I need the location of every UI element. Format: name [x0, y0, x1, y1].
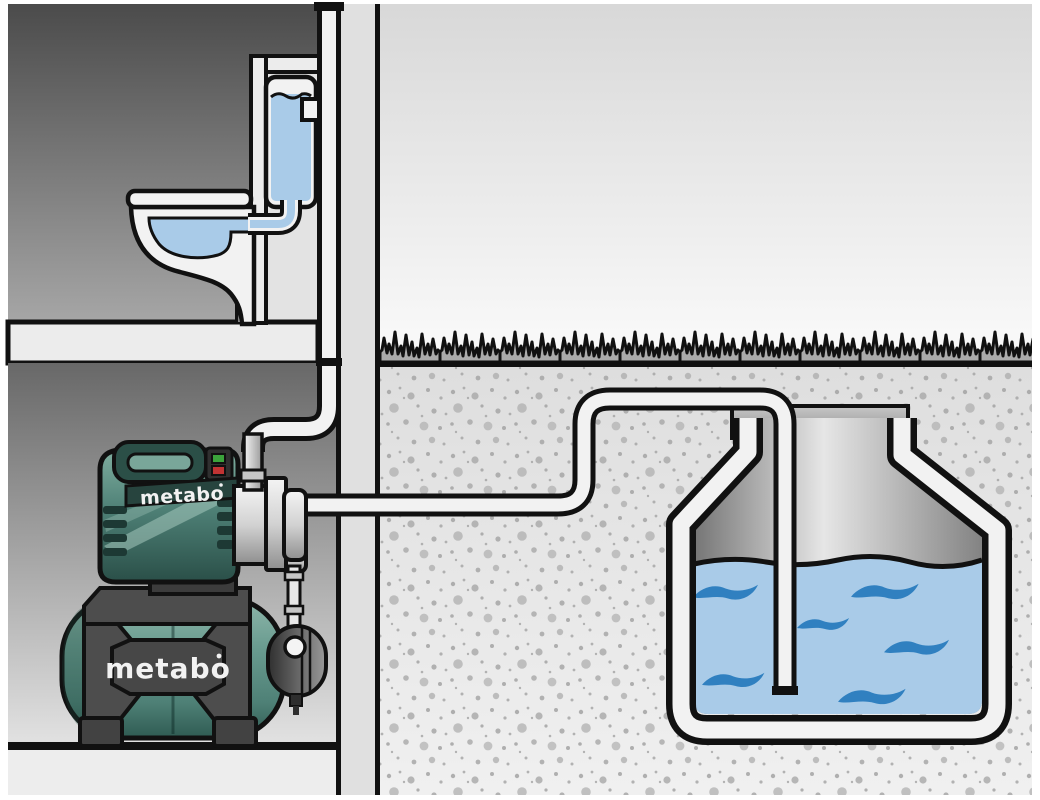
- house-wall: [336, 4, 380, 795]
- riser-ceiling-joint: [316, 358, 342, 366]
- lawn: [380, 326, 1032, 367]
- cistern-shell: [666, 418, 1012, 745]
- tank-logo-plate: [110, 638, 226, 696]
- wall-fill: [341, 4, 375, 795]
- motor-highlight: [104, 498, 224, 556]
- pipe-collar: [283, 570, 305, 582]
- green-led-icon: [211, 453, 226, 464]
- toilet-group: [125, 74, 326, 327]
- tank-foot-left: [78, 716, 124, 748]
- red-led-icon: [211, 465, 226, 476]
- pipe-collar: [283, 604, 305, 616]
- riser-top-cap: [314, 2, 344, 11]
- suction-port-cap: [282, 488, 308, 562]
- suction-pipe-body: [300, 392, 792, 690]
- basement-floor: [8, 750, 338, 795]
- tank-brand-label: metabo: [105, 652, 231, 685]
- sky: [380, 4, 1032, 366]
- cistern-wall: [672, 418, 1006, 739]
- underground-cistern: [666, 404, 1012, 745]
- grass-blades: [380, 326, 1032, 362]
- suction-pipe: [300, 387, 798, 695]
- drain-tip: [293, 706, 299, 715]
- drain-stub: [289, 693, 303, 707]
- water-surface-line: [693, 553, 983, 570]
- wall-outer-edge: [375, 4, 380, 795]
- tank-foot-right: [212, 716, 258, 748]
- cistern-water-line: [270, 92, 312, 100]
- ground-line: [380, 361, 1032, 367]
- toilet-bowl-water: [147, 216, 260, 260]
- suction-intake-cap: [772, 686, 798, 695]
- motor-vents: [103, 498, 234, 556]
- pump-motor: metabo: [97, 432, 308, 596]
- motor-brand-mark-dot: [219, 483, 223, 487]
- flush-pipe-water: [250, 200, 295, 228]
- pressure-tank: metabo: [59, 586, 287, 748]
- toilet-seat: [125, 188, 254, 210]
- handle-slot: [126, 452, 194, 473]
- booster-port: [283, 635, 307, 659]
- pump-unit: metabo: [59, 432, 328, 748]
- tank-brand-mark-dot: [216, 653, 222, 659]
- floor-slab: [5, 319, 321, 366]
- cistern-water: [694, 556, 982, 714]
- motor-brand-label: metabo: [139, 482, 224, 509]
- basement-floor-line: [8, 742, 338, 750]
- outlet-collar: [239, 468, 267, 483]
